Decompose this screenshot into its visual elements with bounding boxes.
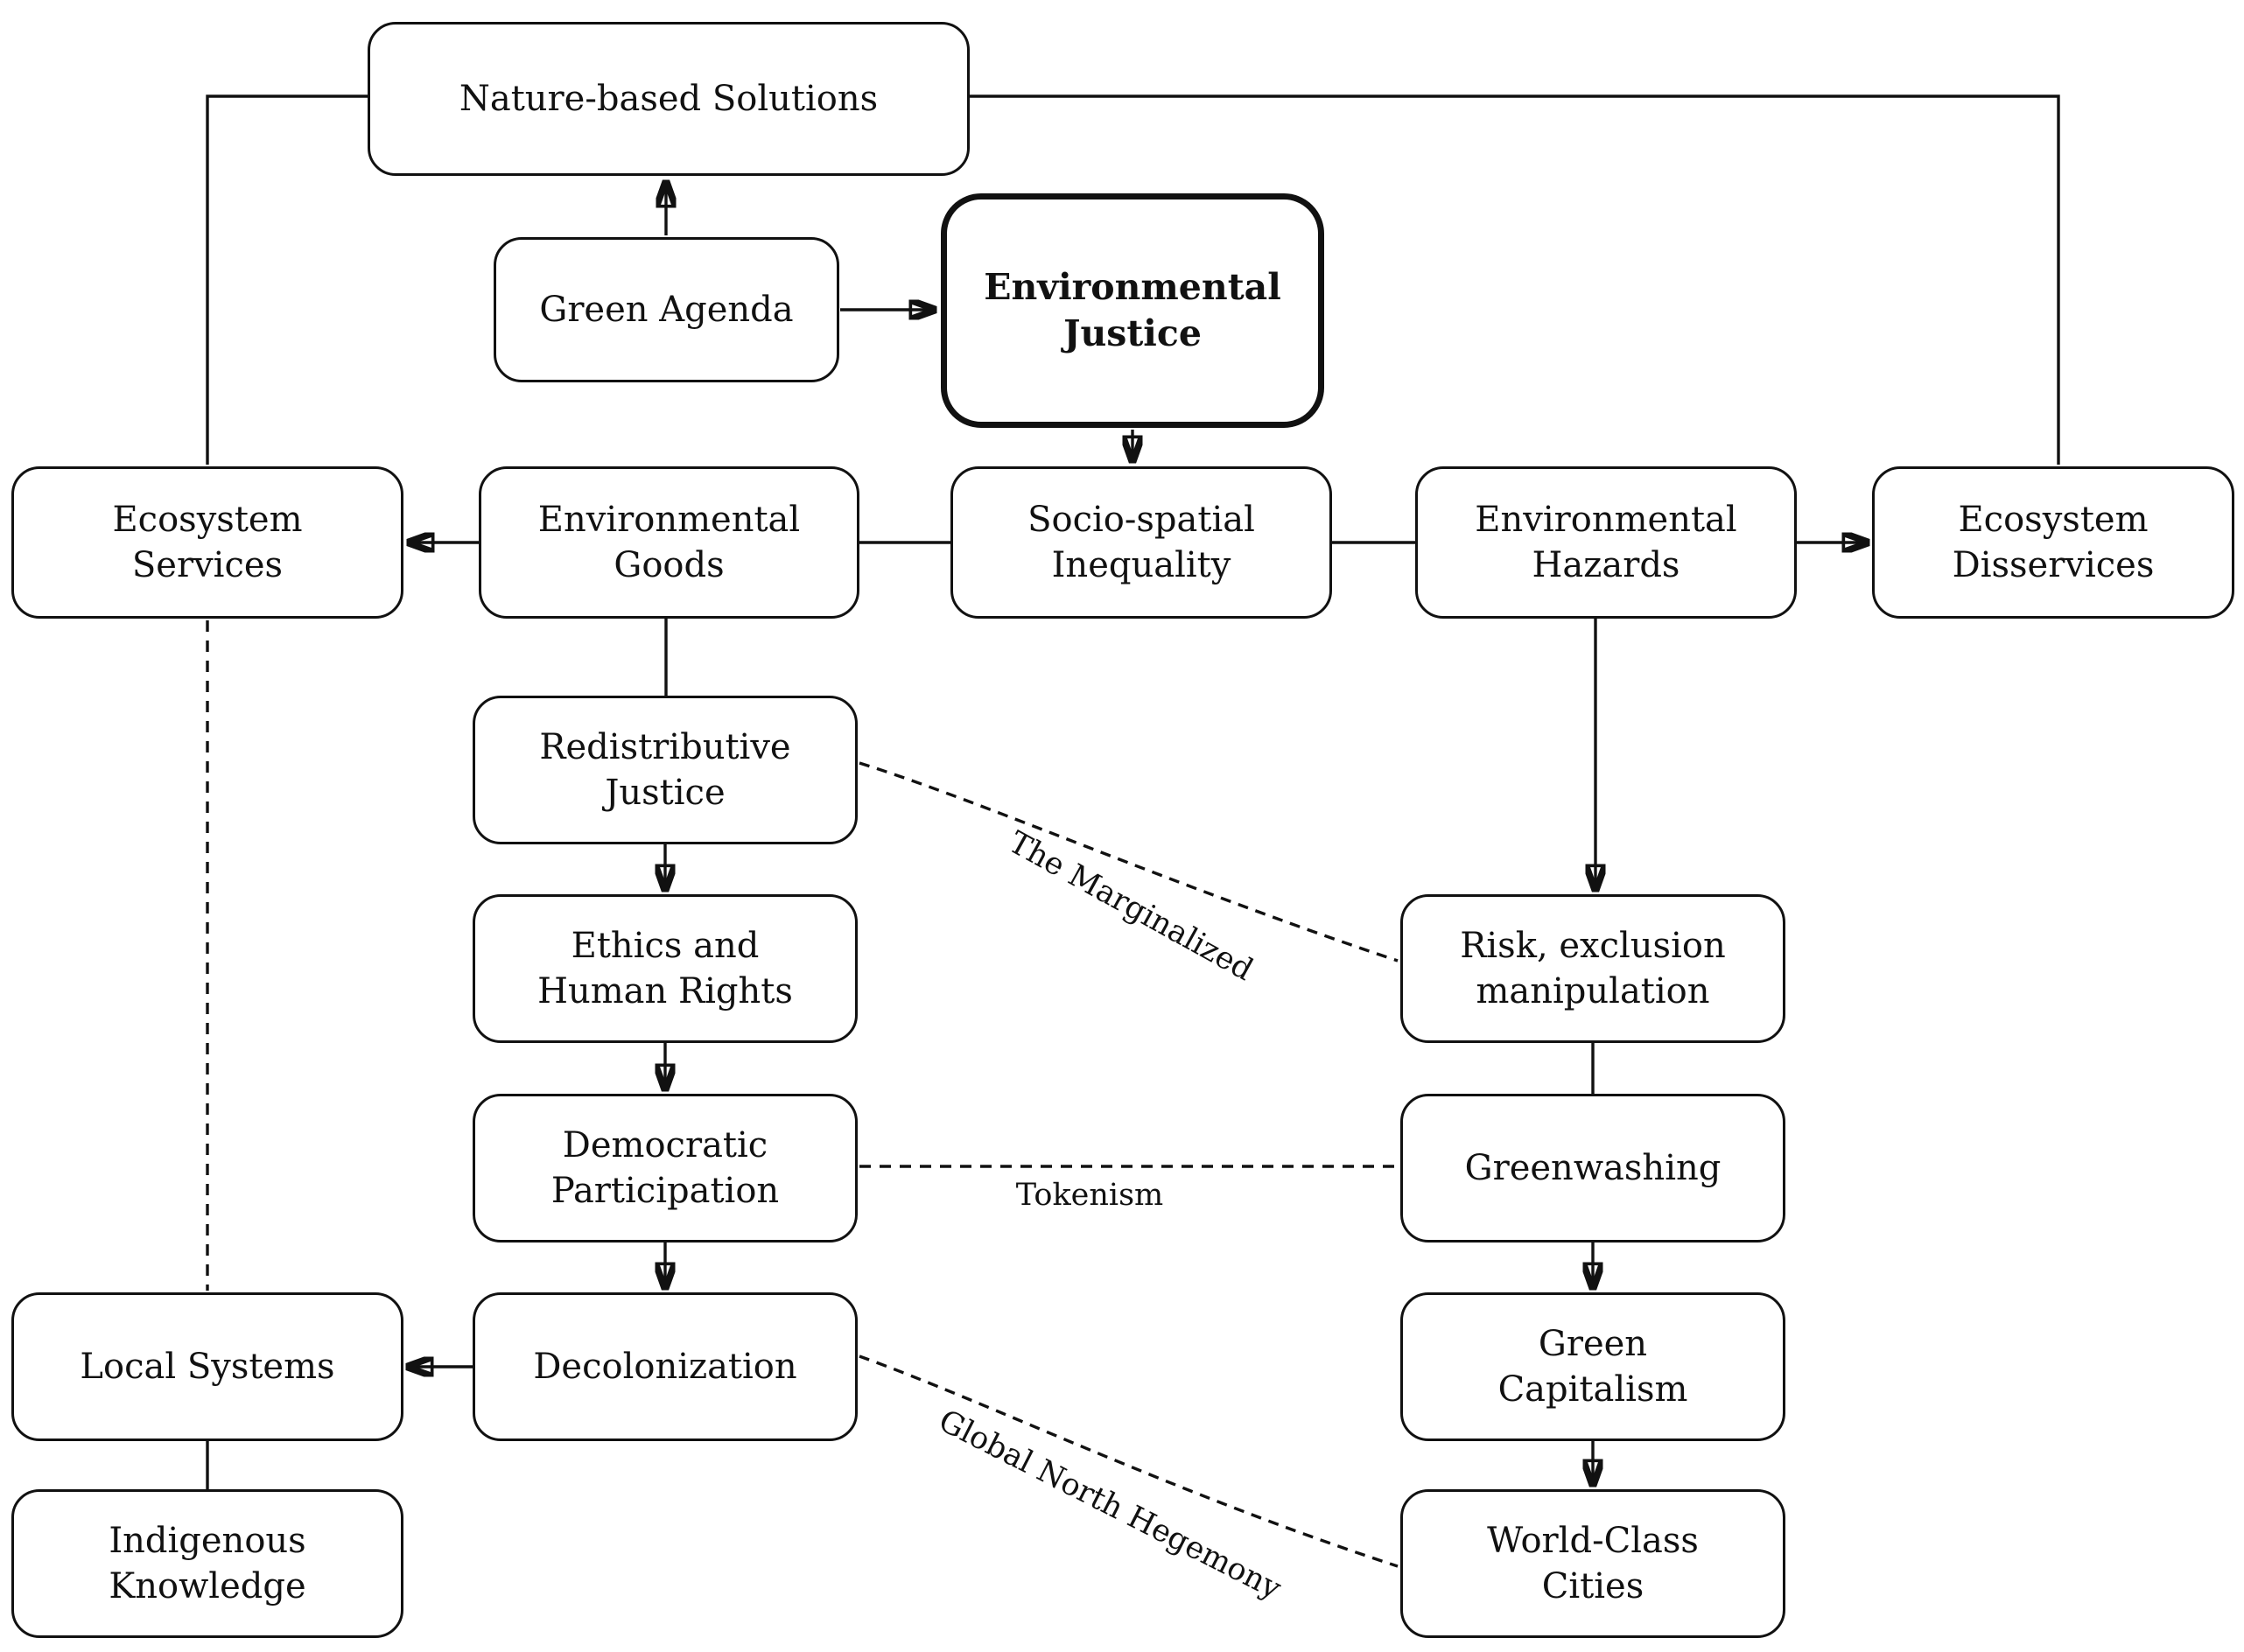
node-ethics-human-rights: Ethics and Human Rights [473,894,858,1043]
node-risk-exclusion-manipulation: Risk, exclusion manipulation [1400,894,1785,1043]
node-ecosystem-services: Ecosystem Services [11,466,403,619]
node-green-agenda: Green Agenda [494,237,839,382]
edge-nature-based-solutions-to-ecosystem-disservices [970,94,2060,465]
node-world-class-cities: World-Class Cities [1400,1489,1785,1638]
node-socio-spatial-inequality: Socio-spatial Inequality [950,466,1332,619]
node-redistributive-justice: Redistributive Justice [473,696,858,844]
node-green-capitalism: Green Capitalism [1400,1292,1785,1441]
edge-nature-based-solutions-to-ecosystem-services [206,94,368,465]
node-indigenous-knowledge: Indigenous Knowledge [11,1489,403,1638]
node-ecosystem-disservices: Ecosystem Disservices [1872,466,2234,619]
node-nature-based-solutions: Nature-based Solutions [368,22,970,176]
node-local-systems: Local Systems [11,1292,403,1441]
node-environmental-hazards: Environmental Hazards [1415,466,1797,619]
edge-label-tokenism: Tokenism [1015,1178,1164,1213]
node-decolonization: Decolonization [473,1292,858,1441]
edge-decolonization-to-world-class-cities-dashed [859,1354,1399,1568]
edge-redistributive-justice-to-risk-exclusion-dashed [859,761,1399,962]
node-environmental-justice: Environmental Justice [941,193,1324,428]
node-greenwashing: Greenwashing [1400,1094,1785,1242]
node-environmental-goods: Environmental Goods [479,466,859,619]
node-democratic-participation: Democratic Participation [473,1094,858,1242]
